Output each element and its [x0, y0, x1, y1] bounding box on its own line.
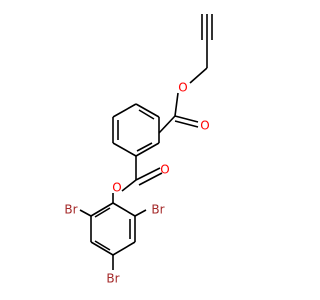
carbonyl-mid-b: [138, 172, 163, 186]
ester-top-ring-bond: [158, 115, 176, 134]
aryl-bond-6: [90, 202, 114, 217]
aryl-inner-3: [94, 207, 111, 218]
atom-br-bottom: Br: [106, 272, 119, 286]
atom-o-propargyl: O: [178, 81, 187, 95]
atom-labels: O O O O Br Br Br: [64, 81, 209, 286]
ester-top-c=o-b: [174, 120, 199, 128]
ester-top-c=o-a: [174, 115, 199, 123]
aryl-bond-3: [112, 241, 136, 256]
atom-br-right: Br: [151, 203, 164, 217]
molecule-structure: O O O O Br Br Br: [64, 14, 213, 286]
carbonyl-to-ester-o: [121, 179, 137, 192]
atom-o-ester-aryl: O: [112, 181, 121, 195]
atom-br-left: Br: [64, 203, 77, 217]
ester-top-o-c: [174, 92, 179, 117]
chain-bond-2: [189, 67, 208, 84]
ring-bond-6: [112, 103, 137, 118]
ring-bond-3: [135, 142, 160, 157]
ring-bond-4: [112, 142, 137, 157]
aryl-bond-1: [112, 202, 136, 217]
bonds: [79, 14, 213, 270]
atom-o-carbonyl-top: O: [200, 119, 209, 133]
aryl-bond-4: [90, 241, 114, 256]
carbonyl-mid-a: [135, 167, 161, 181]
br-left-bond: [79, 209, 92, 217]
aryl-inner-2: [94, 240, 111, 251]
ring-inner-1: [138, 109, 155, 120]
ring-bond-1: [135, 103, 160, 118]
br-right-bond: [134, 209, 147, 217]
ring-inner-2: [136, 142, 153, 152]
atom-o-carbonyl-mid: O: [160, 163, 169, 177]
